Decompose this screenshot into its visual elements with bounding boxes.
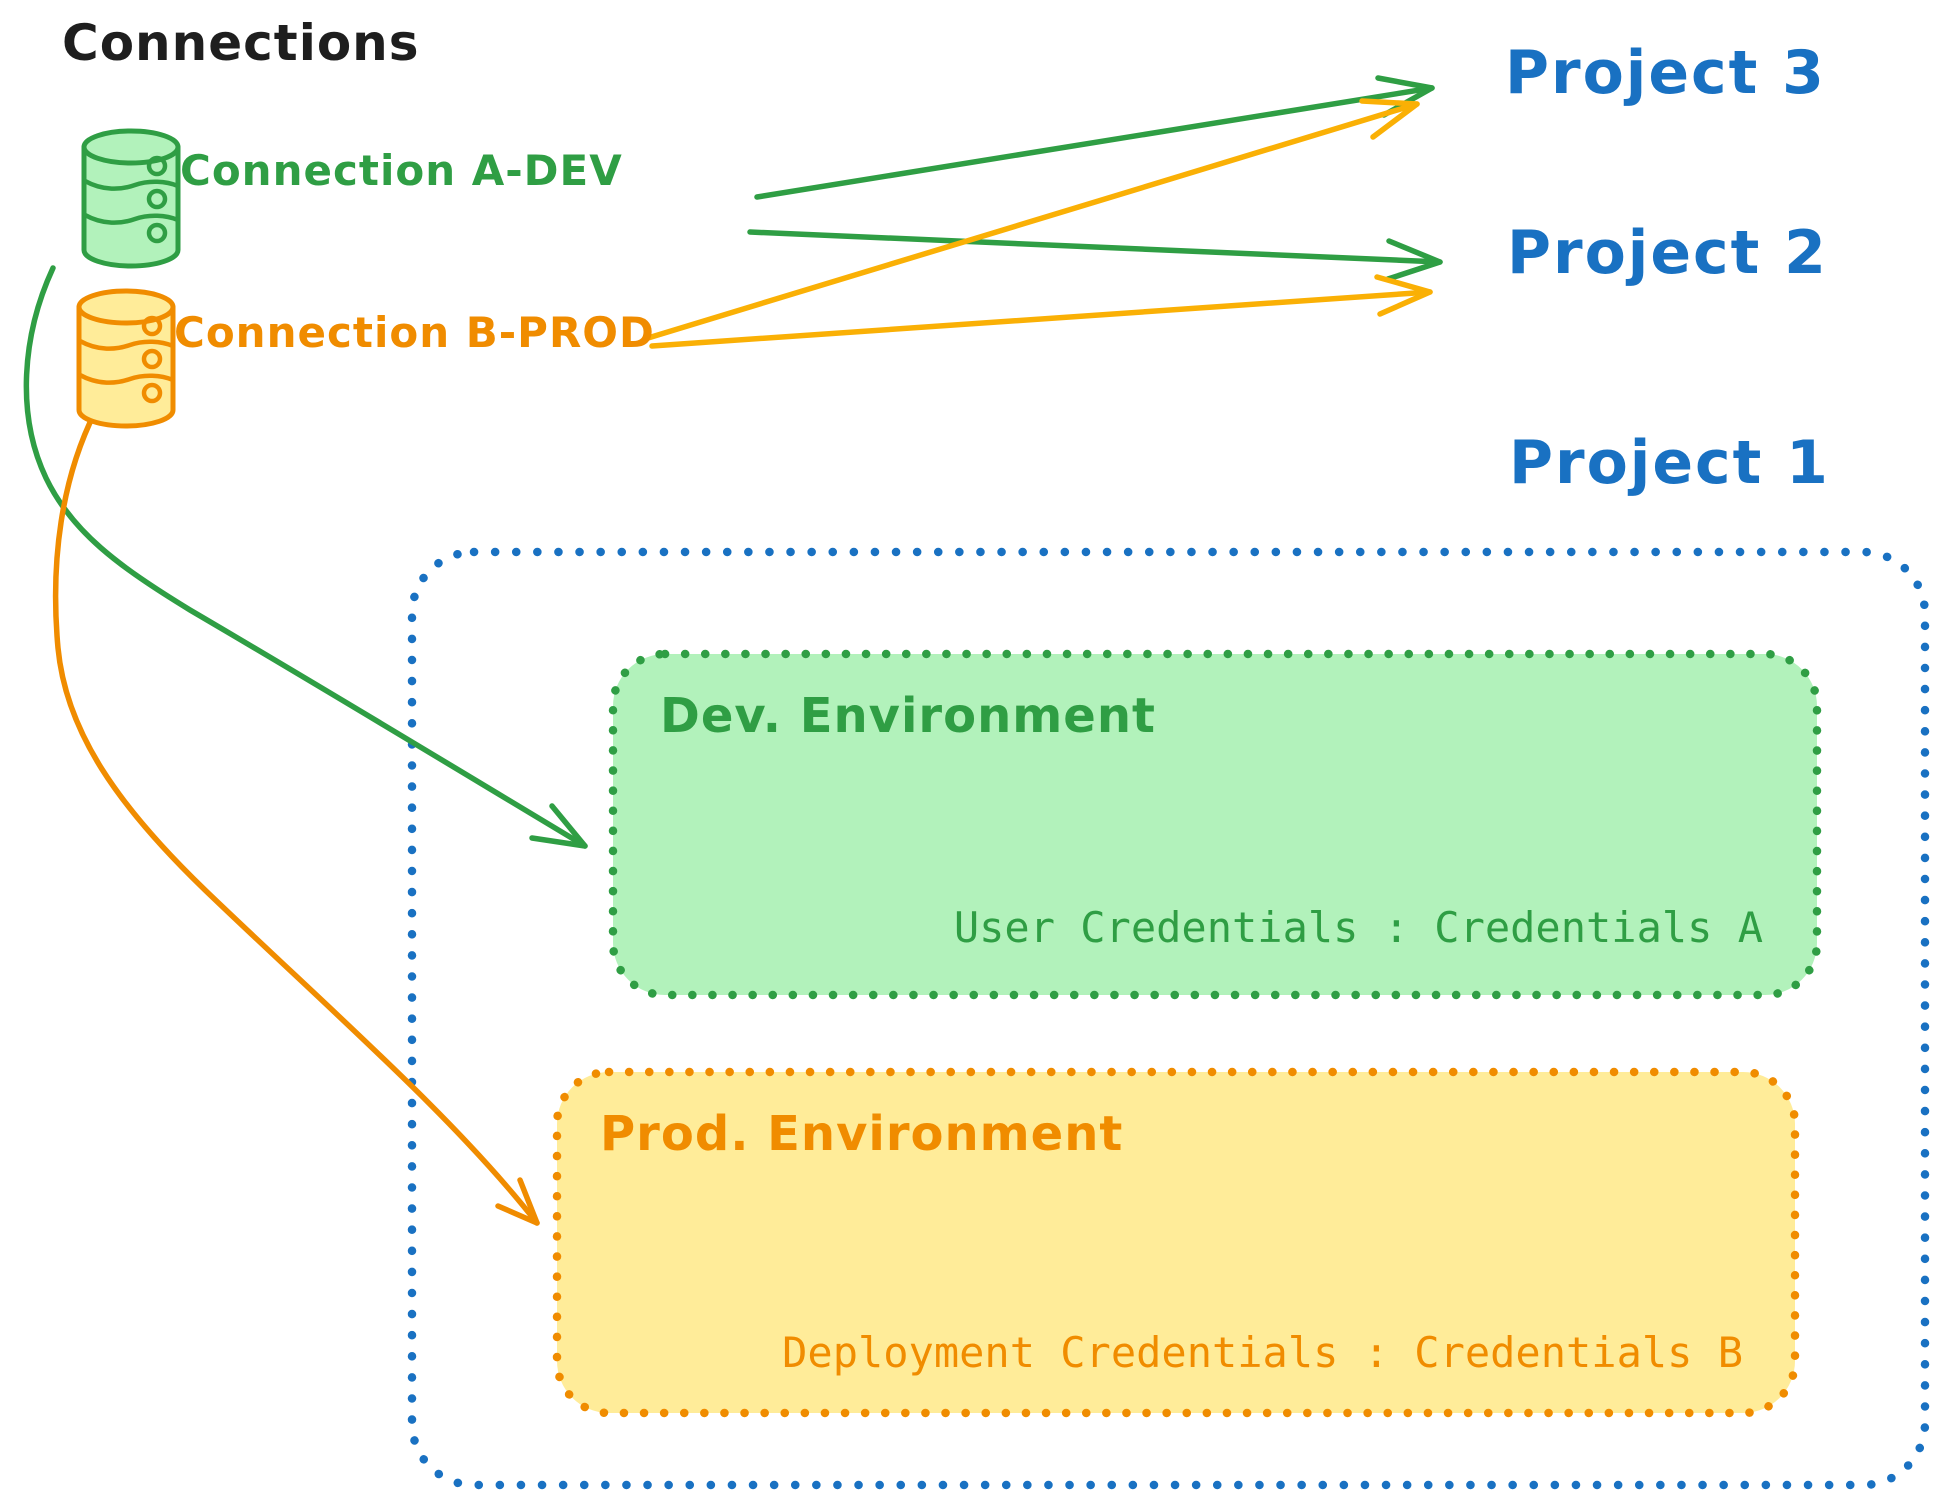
arrow-b-prod-to-prod-environment <box>52 409 540 1226</box>
connection-b-prod-label: Connection B-PROD <box>174 308 655 357</box>
project-1-label: Project 1 <box>1509 428 1830 498</box>
database-icon-b-prod <box>76 288 176 429</box>
project-3-label: Project 3 <box>1505 38 1826 108</box>
database-icon-a-dev <box>81 128 181 269</box>
project1-container-border <box>407 547 1930 1490</box>
prod-environment-box <box>552 1067 1800 1418</box>
dev-environment-title: Dev. Environment <box>660 688 1156 744</box>
arrow-b-prod-to-project3 <box>645 98 1420 341</box>
arrow-a-dev-to-dev-environment <box>23 265 588 849</box>
arrow-a-dev-to-project3 <box>754 75 1435 200</box>
dev-credentials-text: User Credentials : Credentials A <box>953 903 1763 952</box>
dev-environment-box <box>608 649 1822 1000</box>
arrow-b-prod-to-project2 <box>649 274 1433 349</box>
arrow-a-dev-to-project2 <box>747 229 1443 282</box>
project-2-label: Project 2 <box>1507 218 1828 288</box>
connection-a-dev-label: Connection A-DEV <box>180 146 623 195</box>
diagram-title: Connections <box>62 14 420 72</box>
prod-environment-title: Prod. Environment <box>600 1106 1124 1162</box>
prod-credentials-text: Deployment Credentials : Credentials B <box>782 1328 1743 1377</box>
